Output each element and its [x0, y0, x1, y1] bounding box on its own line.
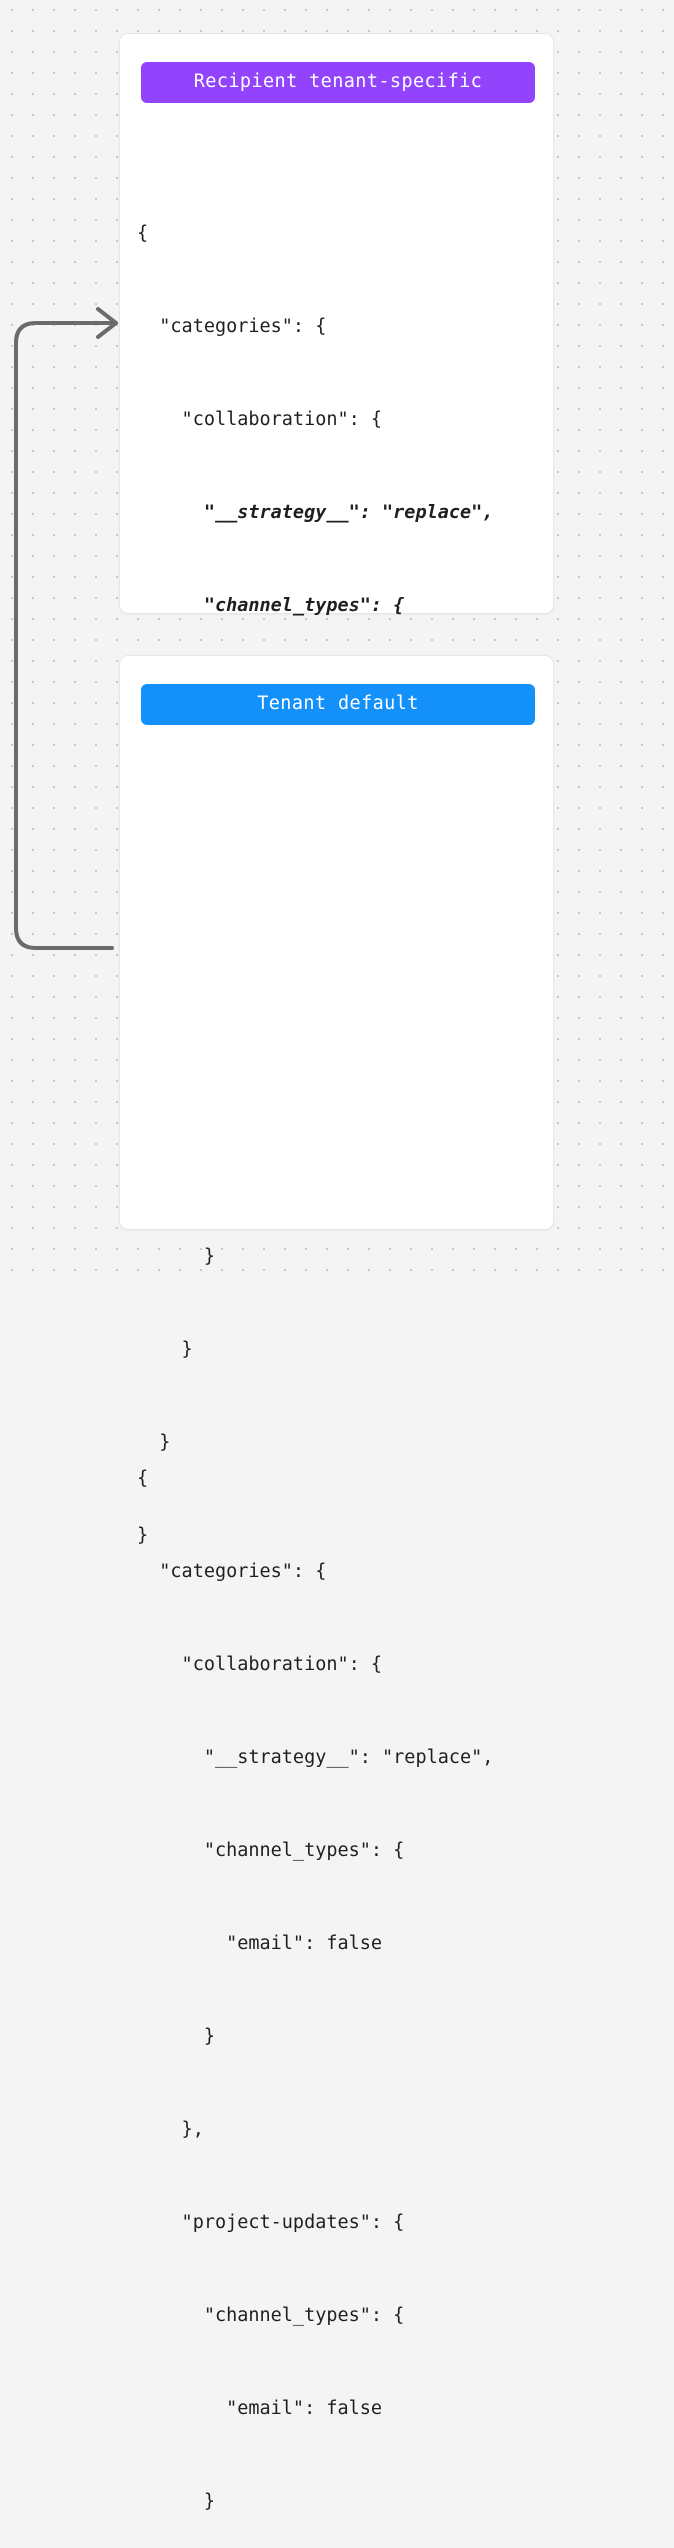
code-line: "categories": { [137, 1561, 327, 1582]
code-line: } [137, 1246, 215, 1267]
code-line: "email": false [137, 1933, 383, 1954]
code-line: "__strategy__": "replace", [137, 1747, 494, 1768]
connector-arrowhead-icon [96, 307, 118, 339]
code-line: } [137, 2026, 215, 2047]
card-header-badge-tenant-default: Tenant default [141, 684, 535, 725]
code-line: } [137, 2491, 215, 2512]
code-line: "channel_types": { [137, 1840, 405, 1861]
connector-arrow [14, 307, 118, 950]
code-line: "collaboration": { [137, 409, 383, 430]
code-line: "collaboration": { [137, 1654, 383, 1675]
json-code-tenant-default: { "categories": { "collaboration": { "__… [137, 1401, 547, 2548]
code-line: "categories": { [137, 316, 327, 337]
card-header-badge-recipient: Recipient tenant-specific [141, 62, 535, 103]
code-line: }, [137, 2119, 204, 2140]
code-line: { [137, 223, 149, 244]
card-recipient-tenant-specific: Recipient tenant-specific { "categories"… [119, 33, 554, 1546]
code-line: { [137, 1468, 149, 1489]
code-line: } [137, 1339, 193, 1360]
connector-arrow-path [14, 321, 114, 950]
card-title-recipient: Recipient tenant-specific [193, 71, 483, 93]
card-tenant-default: Tenant default { "categories": { "collab… [119, 655, 554, 2512]
code-line: "channel_types": { [137, 2305, 405, 2326]
code-line: "email": false [137, 2398, 383, 2419]
card-title-tenant-default: Tenant default [257, 693, 419, 715]
code-line: "__strategy__": "replace", [137, 502, 494, 523]
code-line: "channel_types": { [137, 595, 405, 616]
code-line: "project-updates": { [137, 2212, 405, 2233]
